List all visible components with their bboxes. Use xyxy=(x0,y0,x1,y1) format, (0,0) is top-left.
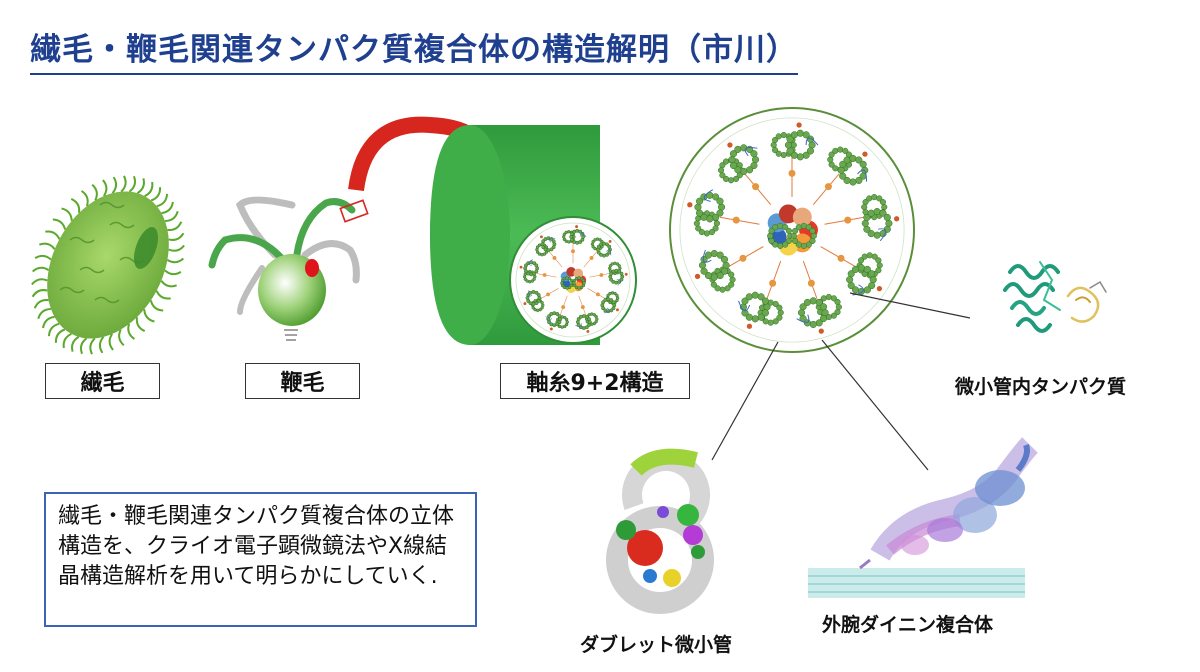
cilia-label: 繊毛 xyxy=(45,363,160,399)
doublet-microtubule-structure-icon xyxy=(606,448,714,614)
mip-label: 微小管内タンパク質 xyxy=(955,376,1127,398)
dynein-label: 外腕ダイニン複合体 xyxy=(822,614,994,636)
page-title: 繊毛・鞭毛関連タンパク質複合体の構造解明（市川） xyxy=(30,24,798,75)
axoneme-cylinder-icon xyxy=(430,125,637,345)
mip-structure-icon xyxy=(1003,261,1107,333)
description-box: 繊毛・鞭毛関連タンパク質複合体の立体構造を、クライオ電子顕微鏡法やX線結晶構造解… xyxy=(44,492,477,627)
chlamydomonas-icon xyxy=(208,196,369,341)
axoneme-label: 軸糸9+2構造 xyxy=(500,363,690,399)
axoneme-cross-section-icon xyxy=(669,107,915,353)
paramecium-icon xyxy=(31,175,185,355)
flagella-label: 鞭毛 xyxy=(245,363,360,399)
outer-arm-dynein-structure-icon xyxy=(808,437,1038,598)
connector-lines xyxy=(711,292,971,471)
doublet-label: ダブレット微小管 xyxy=(580,634,733,656)
